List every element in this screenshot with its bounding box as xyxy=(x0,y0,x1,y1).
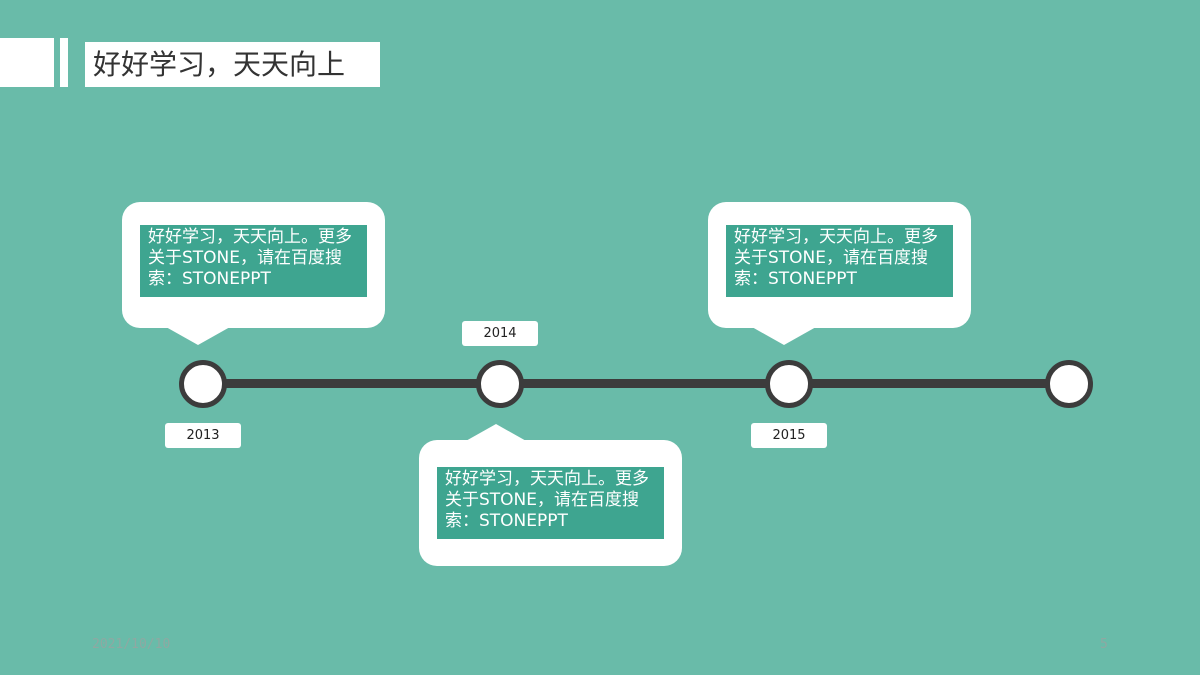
timeline-node-2013 xyxy=(179,360,227,408)
year-label-2014: 2014 xyxy=(462,321,538,346)
footer-date: 2021/10/10 xyxy=(92,637,171,652)
timeline-node-end xyxy=(1045,360,1093,408)
year-label-2015: 2015 xyxy=(751,423,827,448)
callout-tail-2015 xyxy=(752,327,816,345)
timeline-node-2014 xyxy=(476,360,524,408)
header-accent-stripe xyxy=(60,38,68,87)
callout-tail-2013 xyxy=(166,327,230,345)
timeline-node-2015 xyxy=(765,360,813,408)
callout-text-2014: 好好学习，天天向上。更多关于STONE，请在百度搜索：STONEPPT xyxy=(437,467,664,539)
header-accent-block xyxy=(0,38,54,87)
page-number: 5 xyxy=(1100,637,1108,652)
year-label-2013: 2013 xyxy=(165,423,241,448)
callout-tail-2014 xyxy=(464,424,528,442)
callout-text-2013: 好好学习，天天向上。更多关于STONE，请在百度搜索：STONEPPT xyxy=(140,225,367,297)
slide-title: 好好学习，天天向上 xyxy=(85,42,380,87)
callout-text-2015: 好好学习，天天向上。更多关于STONE，请在百度搜索：STONEPPT xyxy=(726,225,953,297)
timeline-line xyxy=(202,379,1070,388)
